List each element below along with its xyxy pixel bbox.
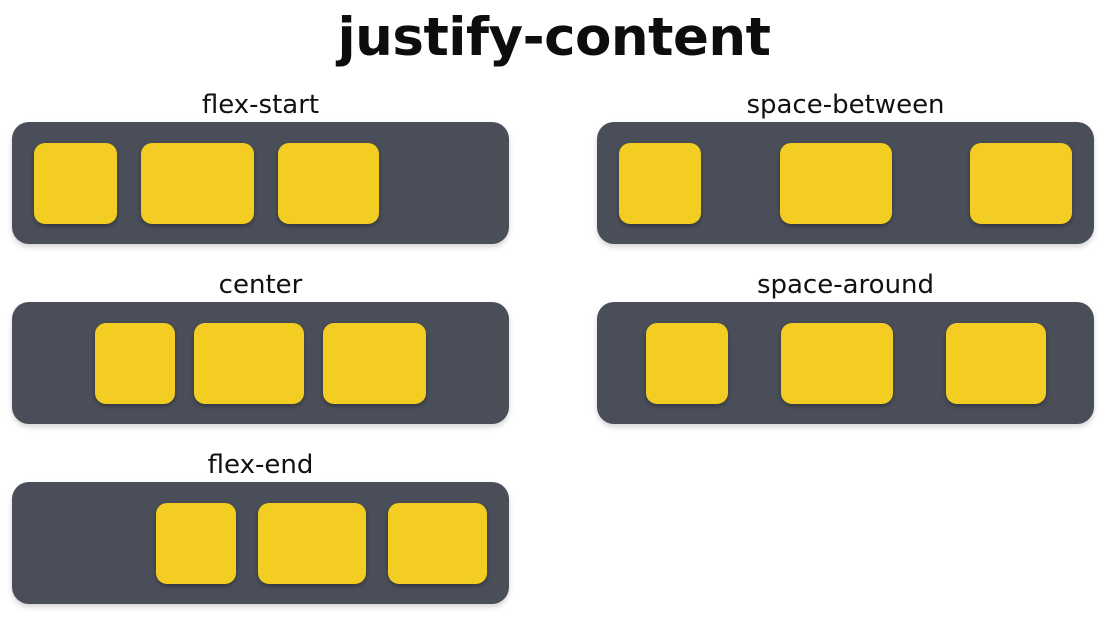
flex-item	[34, 142, 117, 224]
example-space-around: space-around	[597, 270, 1094, 424]
flex-item	[194, 322, 304, 404]
example-space-between: space-between	[597, 90, 1094, 244]
flex-container-center	[12, 302, 509, 424]
flex-container-flex-start	[12, 122, 509, 244]
flex-item	[323, 322, 426, 404]
flex-item	[278, 142, 379, 224]
flex-item	[141, 142, 254, 224]
flex-item	[780, 322, 893, 404]
example-center: center	[12, 270, 509, 424]
flex-container-space-around	[597, 302, 1094, 424]
flex-item	[258, 502, 366, 584]
flex-item	[95, 322, 175, 404]
flex-container-space-between	[597, 122, 1094, 244]
flex-item	[970, 142, 1072, 224]
flex-item	[388, 502, 487, 584]
flex-container-flex-end	[12, 482, 509, 604]
example-flex-start: flex-start	[12, 90, 509, 244]
example-label-space-between: space-between	[746, 90, 945, 120]
example-label-space-around: space-around	[756, 270, 935, 300]
example-label-flex-start: flex-start	[201, 90, 320, 120]
flex-item	[619, 142, 701, 224]
example-label-flex-end: flex-end	[207, 450, 314, 480]
example-label-center: center	[218, 270, 303, 300]
flex-item	[779, 142, 892, 224]
flex-item	[945, 322, 1046, 404]
example-flex-end: flex-end	[12, 450, 509, 604]
flex-item	[645, 322, 728, 404]
flex-item	[156, 502, 236, 584]
page-title: justify-content	[337, 7, 771, 68]
